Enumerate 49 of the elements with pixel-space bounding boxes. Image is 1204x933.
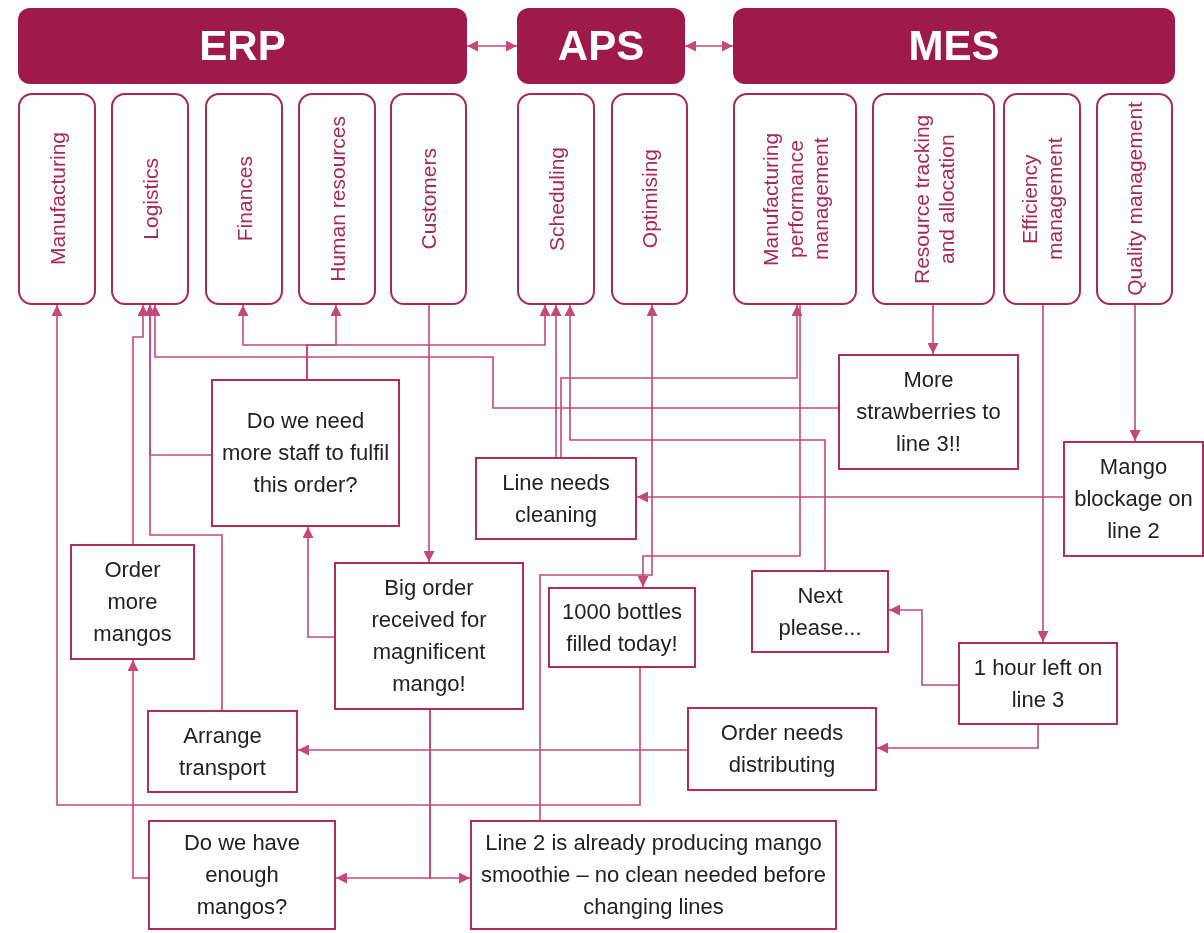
arrow bbox=[127, 659, 149, 879]
arrow bbox=[297, 744, 688, 756]
arrow bbox=[560, 304, 803, 458]
arrow bbox=[302, 526, 335, 638]
arrow bbox=[539, 304, 658, 821]
message-box: Line 2 is already producing mango smoothie – no clean needed before changing lines bbox=[470, 820, 837, 930]
module-box: Finances bbox=[205, 93, 283, 305]
module-box: Efficiency management bbox=[1003, 93, 1081, 305]
module-box: Human resources bbox=[298, 93, 376, 305]
message-box: Big order received for magnificent mango! bbox=[334, 562, 524, 710]
arrow bbox=[51, 304, 641, 806]
arrow bbox=[876, 724, 1039, 754]
arrow bbox=[1129, 304, 1141, 442]
arrow bbox=[927, 304, 939, 355]
module-box: Logistics bbox=[111, 93, 189, 305]
message-box: Do we need more staff to fulfil this order? bbox=[211, 379, 400, 527]
module-box: Resource tracking and allocation bbox=[872, 93, 995, 305]
arrow bbox=[423, 304, 435, 563]
module-box: Scheduling bbox=[517, 93, 595, 305]
arrow bbox=[132, 304, 149, 545]
message-box: Do we have enough mangos? bbox=[148, 820, 336, 930]
message-box: Mango blockage on line 2 bbox=[1063, 441, 1204, 557]
module-box: Optimising bbox=[611, 93, 688, 305]
module-box: Manufacturing performance management bbox=[733, 93, 857, 305]
message-box: 1 hour left on line 3 bbox=[958, 642, 1118, 725]
arrow bbox=[1037, 304, 1049, 643]
double-arrow bbox=[466, 40, 518, 52]
arrow bbox=[564, 304, 826, 571]
message-box: Next please... bbox=[751, 570, 889, 653]
arrow bbox=[637, 304, 801, 588]
message-box: More strawberries to line 3!! bbox=[838, 354, 1019, 470]
module-box: Customers bbox=[390, 93, 467, 305]
arrow bbox=[636, 491, 1064, 503]
message-box: Order needs distributing bbox=[687, 707, 877, 791]
message-box: 1000 bottles filled today! bbox=[548, 587, 696, 668]
system-banner: ERP bbox=[18, 8, 467, 84]
system-banner: APS bbox=[517, 8, 685, 84]
system-banner: MES bbox=[733, 8, 1175, 84]
arrow bbox=[144, 304, 223, 711]
double-arrow bbox=[684, 40, 734, 52]
arrow bbox=[306, 304, 551, 380]
module-box: Manufacturing bbox=[18, 93, 96, 305]
message-box: Order more mangos bbox=[70, 544, 195, 660]
module-box: Quality management bbox=[1096, 93, 1173, 305]
arrow bbox=[888, 604, 959, 686]
message-box: Arrange transport bbox=[147, 710, 298, 793]
arrow bbox=[550, 304, 562, 458]
arrow bbox=[429, 709, 471, 884]
message-box: Line needs cleaning bbox=[475, 457, 637, 540]
